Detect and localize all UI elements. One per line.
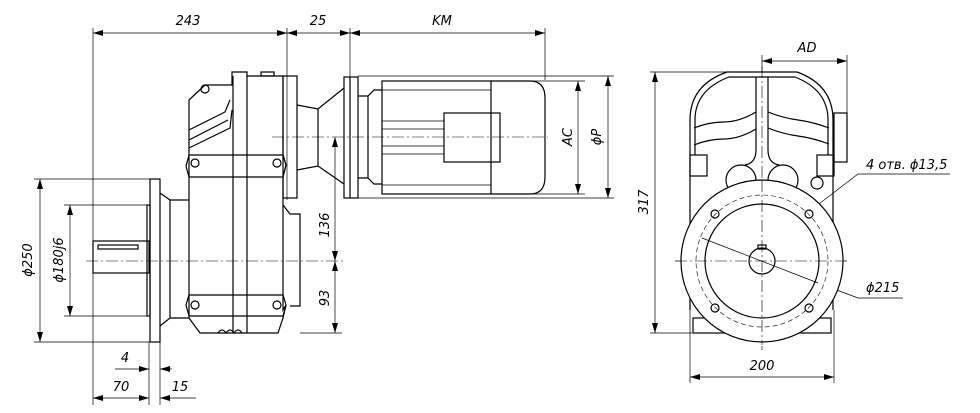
- lifting-eye-icon: [200, 84, 210, 94]
- side-lug-right: [816, 154, 835, 177]
- flange-neck: [159, 192, 189, 327]
- flange-hole-icon: [710, 209, 720, 219]
- cooling-fins: [382, 89, 491, 186]
- dim-180j6-label: ϕ180j6: [52, 237, 67, 282]
- flange-hole-icon: [804, 209, 814, 219]
- dim-15-label: 15: [172, 380, 189, 395]
- motor-adapter: [296, 87, 345, 185]
- dim-25-label: 25: [310, 14, 327, 29]
- housing-ribs: [188, 99, 233, 149]
- dimension-lines: [37, 30, 611, 401]
- motor-neck: [358, 89, 382, 185]
- dim-250-label: ϕ250: [21, 243, 36, 276]
- extension-lines: [34, 28, 614, 405]
- side-hub: [282, 204, 301, 307]
- lower-bolt-bar: [185, 294, 287, 317]
- center-rib: [744, 77, 780, 166]
- dim-p-label: ϕP: [590, 129, 605, 146]
- bolt-hole-icon: [190, 158, 200, 168]
- dim-136-label: 136: [318, 213, 333, 238]
- dim-317-label: 317: [637, 189, 652, 215]
- motor-flange: [343, 76, 359, 199]
- housing-inner-outline: [694, 76, 829, 155]
- input-flange: [282, 75, 298, 199]
- front-view: AD 317 200 4 отв. ϕ13,5 ϕ215: [637, 41, 950, 383]
- dim-200-label: 200: [750, 359, 775, 374]
- dim-93-label: 93: [318, 290, 333, 307]
- terminal-box: [443, 112, 501, 163]
- housing-outline: [689, 71, 834, 310]
- bolt-hole-icon: [190, 300, 200, 310]
- output-shaft: [92, 240, 150, 274]
- bolt-hole-icon: [272, 158, 282, 168]
- motor-body: [381, 80, 492, 195]
- bolt-hole-icon: [272, 300, 282, 310]
- bolt-circle: [695, 194, 829, 328]
- upper-bolt-bar: [185, 154, 287, 178]
- fan-cover: [491, 80, 546, 195]
- drain-plugs: [217, 329, 243, 335]
- gearbox-housing: [188, 71, 287, 334]
- output-flange: [149, 178, 161, 343]
- dim-243-label: 243: [176, 14, 201, 29]
- shaft-key: [97, 244, 139, 250]
- plug-icon: [810, 176, 824, 190]
- dim-km-label: KM: [432, 14, 452, 29]
- dim-70-label: 70: [113, 380, 130, 395]
- holes-note-label: 4 отв. ϕ13,5: [866, 158, 947, 173]
- dim-ad-label: AD: [797, 41, 817, 56]
- side-view: 243 25 KM AC ϕP 136 93 ϕ250 ϕ180j6 4 70 …: [21, 14, 614, 405]
- dim-ac-label: AC: [561, 127, 576, 147]
- terminal-box: [833, 112, 848, 163]
- side-lug-left: [689, 154, 708, 177]
- dim-215-label: ϕ215: [866, 281, 899, 296]
- flange-hole-icon: [804, 303, 814, 313]
- breather-plug: [260, 71, 275, 77]
- dim-4-label: 4: [121, 351, 129, 366]
- housing-ribs: [693, 111, 830, 146]
- flange-hole-icon: [710, 303, 720, 313]
